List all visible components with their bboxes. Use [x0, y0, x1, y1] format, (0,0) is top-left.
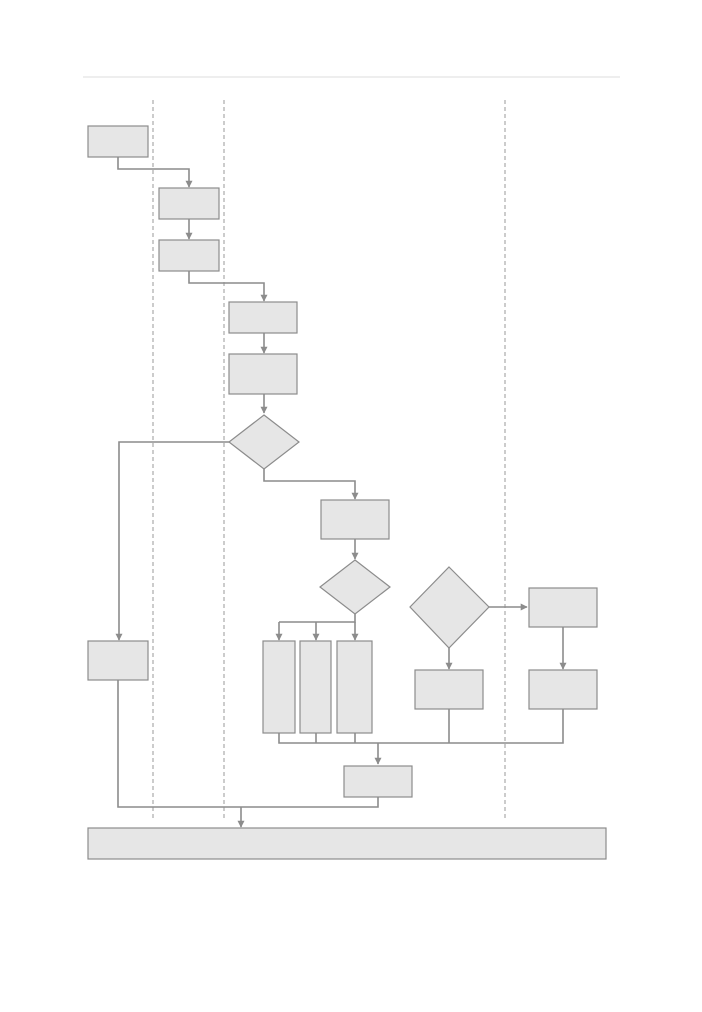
- node-step-5: [228, 353, 298, 395]
- connector-decision1-to-left-box: [115, 441, 229, 641]
- node-final-bar: [87, 827, 607, 860]
- connector-start-to-step2: [117, 157, 193, 188]
- node-tall-1: [262, 640, 296, 734]
- node-step-3: [158, 239, 220, 272]
- node-right-upper: [528, 587, 598, 628]
- connector-decision2-split: [279, 614, 356, 623]
- node-tall-3: [336, 640, 373, 734]
- decision-1: [228, 414, 300, 470]
- node-start: [87, 125, 149, 158]
- node-right-lower: [528, 669, 598, 710]
- connector-merge-bus: [278, 709, 564, 744]
- node-tall-2: [299, 640, 332, 734]
- swimlane-dividers: [152, 100, 506, 820]
- node-step-2: [158, 187, 220, 220]
- nodes: [87, 125, 607, 860]
- node-step-7: [343, 765, 413, 798]
- connectors: [115, 157, 567, 828]
- node-step-4: [228, 301, 298, 334]
- node-left-branch: [87, 640, 149, 681]
- decision-3: [409, 566, 490, 649]
- node-step-6: [320, 499, 390, 540]
- decision-2: [319, 559, 391, 615]
- connector-to-final-bus: [117, 680, 379, 808]
- node-middle-lower: [414, 669, 484, 710]
- connector-step3-to-step4: [188, 271, 268, 302]
- connector-decision1-to-step6: [263, 469, 359, 500]
